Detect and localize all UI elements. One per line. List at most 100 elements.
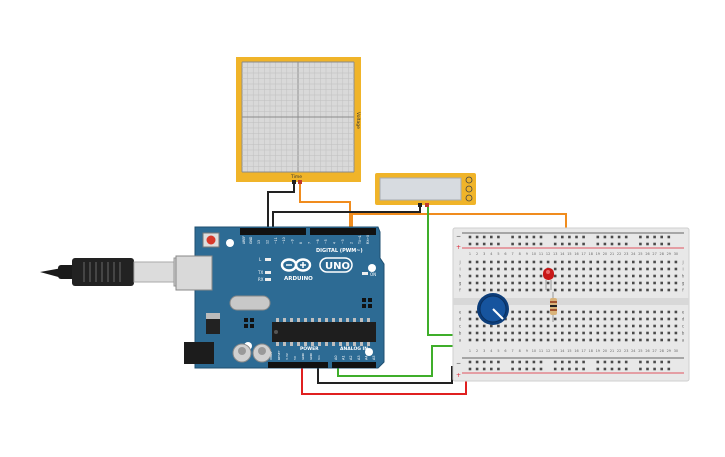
digital-pin-label: 13 bbox=[257, 240, 261, 244]
column-number: 21 bbox=[610, 252, 614, 256]
row-letter: d bbox=[682, 317, 685, 322]
column-number: 15 bbox=[567, 252, 571, 256]
analog-pin-label: A3 bbox=[357, 355, 361, 360]
column-number: 16 bbox=[574, 252, 578, 256]
column-number: 9 bbox=[526, 252, 528, 256]
column-number: 7 bbox=[512, 349, 514, 353]
digital-pin-label: 2 bbox=[349, 242, 353, 244]
row-letter: c bbox=[459, 324, 461, 329]
tx-led-label: TX bbox=[257, 270, 263, 275]
power-pin-label: Vin bbox=[317, 355, 321, 360]
breadboard-holes[interactable] bbox=[468, 235, 678, 371]
atmega-chip bbox=[272, 318, 376, 346]
wire-green-a0[interactable] bbox=[337, 345, 493, 377]
multimeter-terminal-1[interactable] bbox=[465, 176, 473, 184]
column-number: 23 bbox=[624, 252, 628, 256]
rail-minus-bottom: − bbox=[456, 360, 461, 367]
oscilloscope[interactable]: Time Voltage bbox=[236, 57, 361, 184]
potentiometer[interactable] bbox=[477, 293, 509, 325]
oscilloscope-time-label: Time bbox=[290, 174, 302, 180]
power-analog-header[interactable] bbox=[268, 362, 376, 368]
column-number: 5 bbox=[497, 252, 499, 256]
column-number: 2 bbox=[476, 349, 478, 353]
wire-black-meter[interactable] bbox=[272, 205, 421, 234]
column-number: 16 bbox=[574, 349, 578, 353]
analog-label: ANALOG IN bbox=[340, 346, 368, 352]
column-number: 15 bbox=[567, 349, 571, 353]
row-letter: g bbox=[459, 281, 462, 286]
column-number: 20 bbox=[603, 252, 607, 256]
column-number: 11 bbox=[539, 349, 543, 353]
digital-pin-label: TX→1 bbox=[358, 235, 362, 245]
column-number: 14 bbox=[560, 349, 564, 353]
column-number: 30 bbox=[674, 349, 678, 353]
digital-pin-label: RX←0 bbox=[366, 235, 370, 244]
wire-red-5v[interactable] bbox=[301, 368, 467, 395]
aref-label: AREF bbox=[242, 236, 246, 244]
row-letter: j bbox=[681, 260, 683, 265]
digital-pin-label: ~3 bbox=[341, 239, 345, 244]
gnd-top-label: GND bbox=[249, 236, 253, 244]
column-number: 3 bbox=[483, 349, 485, 353]
row-letter: i bbox=[459, 267, 460, 272]
digital-pin-label: 7 bbox=[307, 242, 311, 244]
resistor[interactable] bbox=[550, 292, 557, 322]
column-number: 9 bbox=[526, 349, 528, 353]
multimeter-terminal-2[interactable] bbox=[465, 185, 473, 193]
column-number: 21 bbox=[610, 349, 614, 353]
column-number: 4 bbox=[490, 252, 492, 256]
on-label: ON bbox=[370, 272, 376, 277]
power-pin-label: GND bbox=[309, 352, 313, 360]
arduino-brand-text: ARDUINO bbox=[284, 276, 313, 282]
column-number: 14 bbox=[560, 252, 564, 256]
digital-header[interactable] bbox=[240, 228, 376, 235]
column-number: 28 bbox=[660, 252, 664, 256]
column-number: 19 bbox=[596, 252, 600, 256]
column-number: 18 bbox=[589, 252, 593, 256]
column-number: 10 bbox=[532, 252, 536, 256]
row-letter: f bbox=[682, 288, 684, 293]
digital-pin-label: 12 bbox=[265, 240, 269, 244]
arduino-model-text: UNO bbox=[325, 261, 350, 272]
column-number: 28 bbox=[660, 349, 664, 353]
row-letter: d bbox=[459, 317, 462, 322]
column-number: 26 bbox=[645, 349, 649, 353]
digital-pin-label: ~11 bbox=[274, 237, 278, 244]
red-led[interactable] bbox=[543, 268, 554, 290]
column-number: 25 bbox=[638, 349, 642, 353]
digital-pin-label: ~10 bbox=[282, 237, 286, 244]
column-number: 8 bbox=[519, 252, 521, 256]
digital-pin-label: ~6 bbox=[316, 239, 320, 244]
power-label: POWER bbox=[300, 346, 319, 352]
digital-pin-label: 8 bbox=[299, 242, 303, 244]
column-number: 10 bbox=[532, 349, 536, 353]
column-number: 27 bbox=[652, 349, 656, 353]
column-number: 24 bbox=[631, 252, 635, 256]
column-number: 4 bbox=[490, 349, 492, 353]
reset-button[interactable] bbox=[202, 232, 220, 248]
column-number: 13 bbox=[553, 349, 557, 353]
analog-pin-label: A0 bbox=[334, 355, 338, 360]
l-led-label: L bbox=[259, 257, 262, 262]
column-number: 1 bbox=[469, 252, 471, 256]
column-number: 22 bbox=[617, 349, 621, 353]
wire-black-scope[interactable] bbox=[267, 182, 295, 234]
column-number: 7 bbox=[512, 252, 514, 256]
wire-orange-scope[interactable] bbox=[299, 182, 351, 234]
row-letter: j bbox=[458, 260, 460, 265]
multimeter-terminal-3[interactable] bbox=[465, 194, 473, 202]
breadboard[interactable]: − + − + 11223344556677889910101111121213… bbox=[452, 227, 690, 382]
column-number: 1 bbox=[469, 349, 471, 353]
power-pin-label: GND bbox=[301, 352, 305, 360]
row-letter: e bbox=[682, 310, 685, 315]
multimeter[interactable] bbox=[375, 173, 476, 207]
power-pin-label: 5V bbox=[293, 355, 297, 360]
digital-pin-label: ~5 bbox=[324, 239, 328, 244]
column-number: 25 bbox=[638, 252, 642, 256]
digital-pin-label: ~9 bbox=[291, 239, 295, 244]
